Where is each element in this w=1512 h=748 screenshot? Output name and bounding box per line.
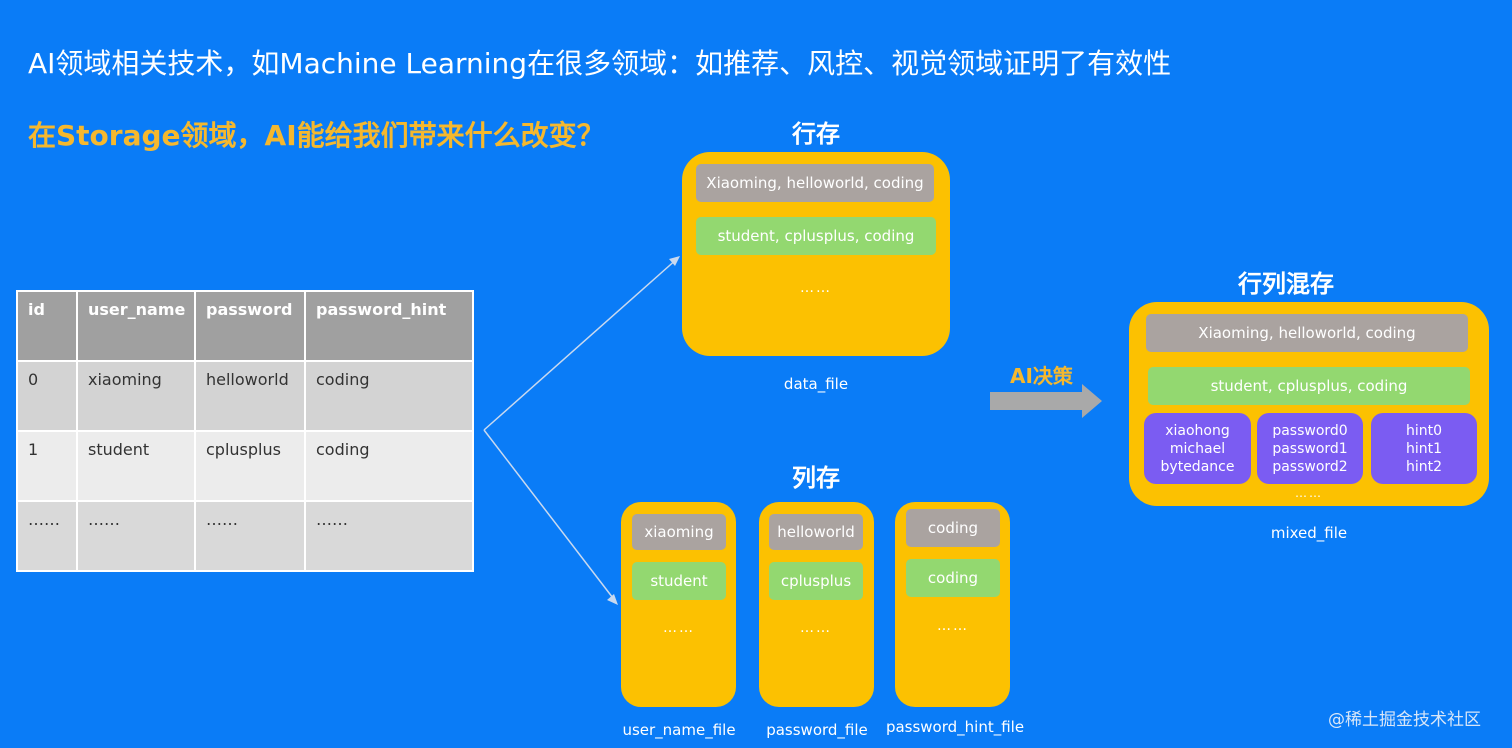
ellipsis: …… xyxy=(663,620,695,636)
group-value: michael xyxy=(1169,440,1226,457)
column-value: xiaoming xyxy=(632,514,726,550)
column-store-box: coding coding …… xyxy=(895,502,1010,707)
column-value: helloworld xyxy=(769,514,863,550)
group-value: bytedance xyxy=(1160,458,1235,475)
column-store-heading: 列存 xyxy=(792,464,840,492)
mixed-store-heading: 行列混存 xyxy=(1238,270,1334,298)
table-cell: xiaoming xyxy=(76,360,196,432)
row-store-box: Xiaoming, helloworld, coding student, cp… xyxy=(682,152,950,356)
row-store-record: Xiaoming, helloworld, coding xyxy=(696,164,934,202)
ellipsis: …… xyxy=(937,618,969,634)
column-group: xiaohong michael bytedance xyxy=(1144,413,1251,484)
table-cell: …… xyxy=(76,500,196,572)
ellipsis: …… xyxy=(1295,486,1323,500)
group-value: password2 xyxy=(1272,458,1348,475)
table-row: …… …… …… …… xyxy=(16,500,474,572)
mixed-store-record: student, cplusplus, coding xyxy=(1148,367,1470,405)
column-file-label: password_hint_file xyxy=(885,718,1025,736)
ai-decision-label: AI决策 xyxy=(1010,364,1073,388)
column-header: id xyxy=(16,290,78,362)
group-value: hint0 xyxy=(1405,422,1443,439)
column-header: user_name xyxy=(76,290,196,362)
group-value: xiaohong xyxy=(1165,422,1230,439)
decision-arrow xyxy=(990,384,1102,418)
table-cell: helloworld xyxy=(194,360,306,432)
source-table: id user_name password password_hint 0 xi… xyxy=(16,290,474,572)
column-value: student xyxy=(632,562,726,600)
column-value: coding xyxy=(906,559,1000,597)
column-file-label: password_file xyxy=(766,721,868,739)
column-file-label: user_name_file xyxy=(622,721,736,739)
row-store-file-label: data_file xyxy=(783,375,849,393)
column-store-box: helloworld cplusplus …… xyxy=(759,502,874,707)
column-header: password_hint xyxy=(304,290,474,362)
table-cell: coding xyxy=(304,360,474,432)
page-title: AI领域相关技术，如Machine Learning在很多领域：如推荐、风控、视… xyxy=(28,47,1172,80)
mixed-store-record: Xiaoming, helloworld, coding xyxy=(1146,314,1468,352)
ellipsis: …… xyxy=(800,280,832,296)
column-group: hint0 hint1 hint2 xyxy=(1371,413,1477,484)
table-cell: cplusplus xyxy=(194,430,306,502)
arrow-head xyxy=(669,256,680,266)
arrow-to-row-store xyxy=(483,257,679,431)
mixed-store-box: Xiaoming, helloworld, coding student, cp… xyxy=(1129,302,1489,506)
page-subtitle: 在Storage领域，AI能给我们带来什么改变？ xyxy=(28,119,605,152)
column-group: password0 password1 password2 xyxy=(1257,413,1363,484)
table-row: 1 student cplusplus coding xyxy=(16,430,474,502)
column-header: password xyxy=(194,290,306,362)
table-cell: coding xyxy=(304,430,474,502)
table-cell: student xyxy=(76,430,196,502)
group-value: password0 xyxy=(1272,422,1348,439)
arrow-head xyxy=(607,594,618,605)
group-value: password1 xyxy=(1272,440,1348,457)
table-cell: …… xyxy=(194,500,306,572)
ellipsis: …… xyxy=(800,620,832,636)
group-value: hint2 xyxy=(1405,458,1443,475)
table-cell: 1 xyxy=(16,430,78,502)
watermark: @稀土掘金技术社区 xyxy=(1328,710,1481,730)
table-cell: 0 xyxy=(16,360,78,432)
column-value: cplusplus xyxy=(769,562,863,600)
group-value: hint1 xyxy=(1405,440,1443,457)
row-store-heading: 行存 xyxy=(792,120,840,148)
table-cell: …… xyxy=(304,500,474,572)
table-cell: …… xyxy=(16,500,78,572)
column-value: coding xyxy=(906,509,1000,547)
row-store-record: student, cplusplus, coding xyxy=(696,217,936,255)
column-store-box: xiaoming student …… xyxy=(621,502,736,707)
mixed-store-file-label: mixed_file xyxy=(1270,524,1348,542)
arrow-to-column-store xyxy=(483,429,617,603)
table-header-row: id user_name password password_hint xyxy=(16,290,474,362)
table-row: 0 xiaoming helloworld coding xyxy=(16,360,474,432)
